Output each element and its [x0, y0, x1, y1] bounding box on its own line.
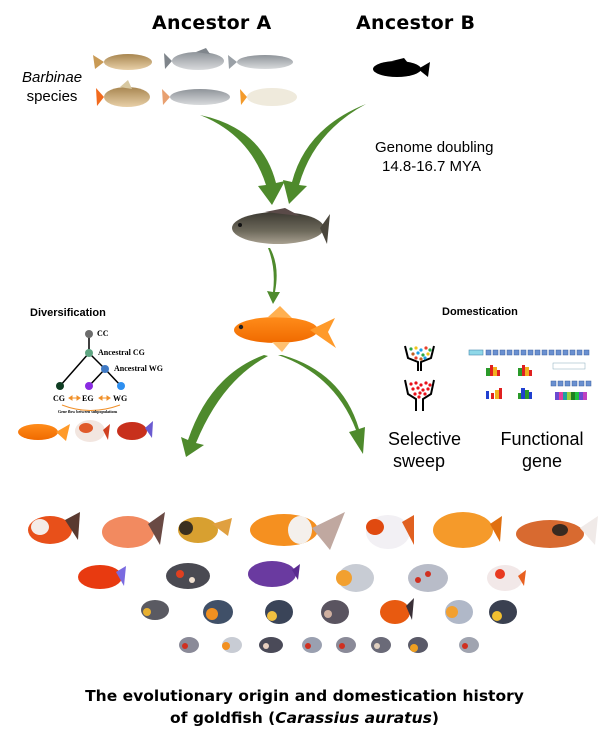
barbinae-fish-4 — [96, 80, 150, 107]
goldfish-variety — [28, 512, 80, 544]
node-cc — [85, 330, 93, 338]
node-eg — [85, 382, 93, 390]
functional-gene-line1: Functional — [500, 429, 584, 449]
ancestor-b-title: Ancestor B — [356, 12, 476, 34]
goldfish-variety — [321, 600, 349, 624]
goldfish-variety — [141, 600, 169, 620]
alignment-block — [555, 392, 587, 400]
barbinae-name: Barbinae — [22, 69, 83, 86]
caption-line2: of goldfish (Carassius auratus) — [0, 707, 609, 729]
caption-line2-pre: of goldfish ( — [170, 709, 276, 727]
funnel-selected-icon — [404, 379, 435, 411]
figure-caption: The evolutionary origin and domesticatio… — [0, 685, 609, 729]
gene-structure-schematic — [468, 349, 592, 400]
functional-gene-label: Functional gene — [500, 428, 584, 472]
goldfish-variety — [459, 637, 479, 653]
variety-row-3 — [141, 598, 517, 624]
sequence-logo-4 — [518, 388, 532, 399]
goldfish-variety — [408, 564, 448, 592]
genome-doubling-label: Genome doubling 14.8-16.7 MYA — [375, 138, 493, 176]
caption-species-name: Carassius auratus — [275, 709, 432, 727]
crucian-carp-fish — [232, 208, 330, 244]
label-eg: EG — [82, 394, 94, 403]
goldfish-variety — [336, 637, 356, 653]
goldfish-variety — [179, 637, 199, 653]
goldfish-variety — [265, 600, 293, 624]
sequence-logo-2 — [518, 365, 532, 376]
sequence-logo-3 — [486, 388, 502, 399]
selective-sweep-line2: sweep — [392, 451, 446, 471]
diversification-fish-1 — [18, 424, 70, 441]
sequence-logo-1 — [486, 365, 500, 376]
functional-gene-line2: gene — [521, 451, 563, 471]
domestication-title: Domestication — [442, 306, 518, 318]
diversification-title: Diversification — [30, 307, 106, 319]
goldfish-variety — [516, 516, 598, 548]
goldfish-variety — [222, 637, 242, 653]
label-cc: CC — [97, 329, 109, 338]
node-ancestral-cg — [85, 349, 93, 357]
label-cg: CG — [53, 394, 65, 403]
arrow-carp-to-goldfish — [267, 248, 280, 304]
goldfish-variety — [433, 512, 502, 548]
node-cg — [56, 382, 64, 390]
goldfish-variety — [178, 517, 232, 543]
arrow-ancestor-a-to-carp — [200, 115, 285, 205]
goldfish-variety — [487, 565, 526, 591]
ancestor-a-title: Ancestor A — [152, 12, 272, 34]
goldfish-variety — [78, 565, 126, 589]
goldfish-variety — [371, 637, 391, 653]
diversification-fish-3 — [117, 421, 153, 440]
barbinae-species: species — [26, 88, 78, 105]
goldfish-ancestor — [234, 306, 336, 352]
caption-line2-post: ) — [431, 709, 439, 727]
goldfish-variety — [248, 561, 300, 587]
goldfish-variety — [445, 600, 473, 624]
barbinae-fish-5 — [162, 89, 230, 105]
barbinae-fish-1 — [93, 54, 152, 70]
goldfish-variety — [489, 600, 517, 624]
ancestor-b-silhouette — [373, 58, 430, 77]
funnel-diverse-icon — [404, 345, 435, 371]
goldfish-variety — [250, 512, 345, 550]
barbinae-fish-6 — [240, 88, 297, 106]
variety-row-4 — [179, 637, 479, 653]
goldfish-variety — [302, 637, 322, 653]
goldfish-variety — [259, 637, 283, 653]
goldfish-variety — [336, 564, 374, 592]
arrow-to-diversification — [181, 355, 268, 457]
gene-flow-label: Gene flow between subpopulations — [58, 409, 118, 414]
node-wg — [117, 382, 125, 390]
goldfish-variety — [166, 563, 210, 589]
goldfish-variety — [366, 515, 414, 549]
selective-sweep-line1: Selective — [388, 429, 462, 449]
caption-line1: The evolutionary origin and domesticatio… — [85, 687, 524, 705]
node-ancestral-wg — [101, 365, 109, 373]
gene-flow-arrows — [61, 395, 121, 411]
variety-row-2 — [78, 561, 526, 592]
arrow-to-domestication — [278, 355, 365, 454]
goldfish-variety — [102, 512, 165, 548]
diversification-fish-2 — [75, 420, 110, 442]
goldfish-variety — [203, 600, 233, 624]
goldfish-variety — [408, 637, 428, 653]
label-wg: WG — [113, 394, 128, 403]
genome-doubling-line1: Genome doubling — [375, 139, 494, 156]
goldfish-variety — [380, 598, 414, 624]
barbinae-fish-3 — [228, 55, 293, 69]
label-ancestral-cg: Ancestral CG — [98, 348, 145, 357]
selective-sweep-label: Selective sweep — [388, 428, 462, 472]
genome-doubling-date: 14.8-16.7 MYA — [382, 158, 481, 175]
barbinae-fish-2 — [164, 48, 224, 70]
label-ancestral-wg: Ancestral WG — [114, 364, 163, 373]
variety-row-1 — [28, 512, 598, 550]
barbinae-label: Barbinae species — [22, 68, 82, 106]
arrow-ancestor-b-to-carp — [283, 104, 366, 204]
